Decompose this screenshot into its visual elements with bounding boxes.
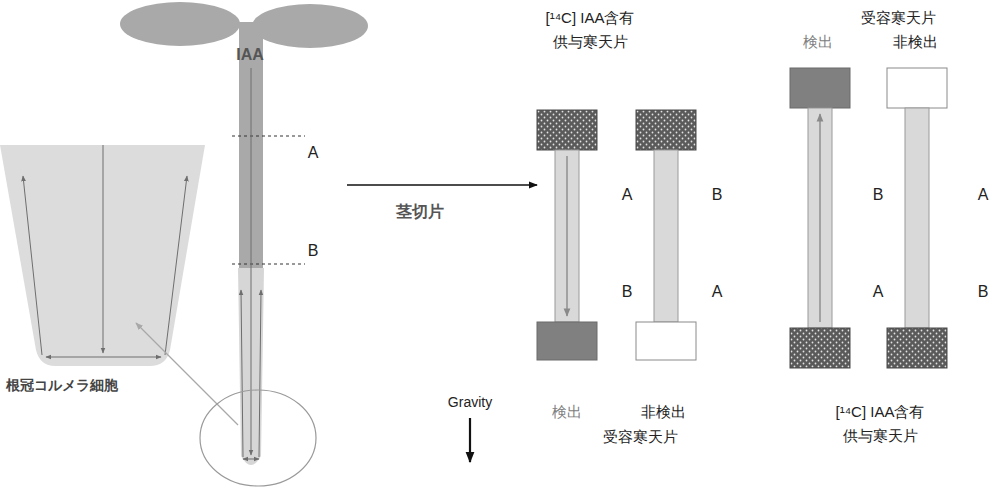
- stem-segment: [555, 150, 579, 322]
- section-letter: B: [712, 186, 723, 204]
- stem-segment: [905, 108, 929, 328]
- auxin-flow-arrow: [241, 290, 243, 457]
- donor-agar-block: [887, 328, 947, 368]
- seedling-illustration: IAA A B: [115, 0, 347, 488]
- edge-label: 茎切片: [396, 202, 444, 223]
- segment-shape: [636, 110, 726, 360]
- auxin-flow-arrow: [251, 459, 259, 460]
- auxin-flow-arrow: [103, 357, 161, 358]
- zoom-leader-arrow: [136, 323, 238, 425]
- receiver-agar-label: 受容寒天片: [861, 9, 936, 28]
- section-letter: B: [622, 283, 633, 301]
- donor-agar-block: [537, 110, 597, 150]
- auxin-flow-arrow: [259, 290, 261, 457]
- cut-line: [232, 264, 305, 265]
- stem-segment-setup: BA: [790, 68, 885, 368]
- section-letter: A: [712, 283, 723, 301]
- auxin-flow-arrow: [165, 176, 187, 355]
- section-letter: A: [308, 144, 319, 162]
- transport-arrow: [819, 114, 820, 322]
- receiver-agar-block: [790, 68, 850, 108]
- not-detected-label: 非検出: [641, 403, 686, 422]
- section-letter: B: [308, 242, 319, 260]
- stem-segment: [808, 108, 832, 328]
- receiver-agar-block: [537, 322, 597, 360]
- auxin-flow-arrow: [46, 357, 103, 358]
- detected-label: 検出: [803, 33, 833, 52]
- root-cap-circle: [200, 390, 316, 486]
- cotyledon: [120, 2, 240, 46]
- section-letter: A: [873, 283, 884, 301]
- auxin-flow-arrow: [251, 68, 252, 455]
- not-detected-label: 非検出: [893, 33, 938, 52]
- segment-shape: [887, 68, 995, 368]
- section-letter: B: [978, 283, 989, 301]
- auxin-flow-arrow: [103, 145, 104, 353]
- donor-agar-block: [790, 328, 850, 368]
- stem-segment: [654, 150, 678, 322]
- gravity-label: Gravity: [448, 394, 492, 410]
- section-letter: A: [622, 186, 633, 204]
- donor-agar-label: [¹⁴C] IAA含有 供与寒天片: [525, 6, 655, 54]
- flow-arrow: [347, 184, 537, 185]
- cotyledon: [252, 4, 368, 48]
- donor-agar-block: [636, 110, 696, 150]
- transport-arrow: [566, 156, 567, 316]
- section-letter: A: [978, 186, 989, 204]
- receiver-agar-block: [887, 68, 947, 108]
- stem-segment-setup: AB: [887, 68, 995, 368]
- root-cap-label: 根冠コルメラ細胞: [6, 377, 118, 395]
- receiver-agar-block: [636, 322, 696, 360]
- segment-shape: [790, 68, 885, 368]
- auxin-flow-arrow: [243, 459, 251, 460]
- segment-shape: [537, 110, 634, 360]
- detected-label: 検出: [552, 403, 582, 422]
- hormone-label: IAA: [236, 46, 264, 64]
- root-cap-zoom: [0, 145, 205, 366]
- stem-segment-setup: AB: [537, 110, 634, 360]
- auxin-flow-arrow: [23, 176, 42, 355]
- receiver-agar-label: 受容寒天片: [603, 428, 678, 447]
- cut-line: [232, 136, 305, 137]
- section-letter: B: [873, 186, 884, 204]
- gravity-arrow: [469, 418, 471, 462]
- donor-agar-label: [¹⁴C] IAA含有 供与寒天片: [815, 400, 945, 448]
- stem-segment-setup: BA: [636, 110, 726, 360]
